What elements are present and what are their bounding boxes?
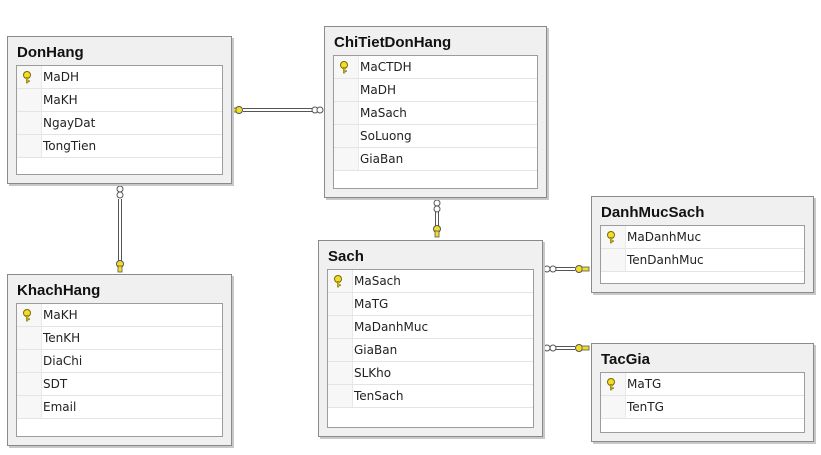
infinity-endpoint-icon: [543, 265, 557, 273]
column-name: TongTien: [43, 139, 97, 153]
infinity-endpoint-icon: [433, 199, 441, 213]
primary-key-icon: [334, 275, 342, 288]
column-row[interactable]: TenDanhMuc: [601, 249, 804, 272]
column-row[interactable]: SoLuong: [334, 125, 537, 148]
column-list: MaDanhMuc TenDanhMuc: [600, 225, 805, 284]
key-endpoint-icon: [575, 344, 590, 352]
column-row[interactable]: TongTien: [17, 135, 222, 158]
column-row[interactable]: MaDanhMuc: [328, 316, 533, 339]
column-name: MaSach: [360, 106, 407, 120]
column-list: MaTG TenTG: [600, 372, 805, 433]
column-name: TenDanhMuc: [627, 253, 704, 267]
column-name: MaKH: [43, 93, 78, 107]
column-row[interactable]: DiaChi: [17, 350, 222, 373]
primary-key-icon: [23, 71, 31, 84]
column-list: MaCTDH MaDH MaSach SoLuong GiaBan: [333, 55, 538, 189]
table-sach[interactable]: Sach MaSach MaTG MaDanhMuc GiaBan SLKho …: [318, 240, 543, 437]
column-name: MaDanhMuc: [627, 230, 702, 244]
column-row[interactable]: TenTG: [601, 396, 804, 419]
column-list: MaDH MaKH NgayDat TongTien: [16, 65, 223, 175]
column-name: TenSach: [354, 389, 404, 403]
column-row[interactable]: Email: [17, 396, 222, 419]
column-name: Email: [43, 400, 77, 414]
column-name: SDT: [43, 377, 68, 391]
column-name: MaTG: [627, 377, 662, 391]
column-name: MaTG: [354, 297, 389, 311]
column-name: MaKH: [43, 308, 78, 322]
column-row[interactable]: GiaBan: [334, 148, 537, 171]
relationship-sach-tacgia[interactable]: [543, 344, 590, 352]
table-title: DonHang: [17, 44, 84, 61]
primary-key-icon: [340, 61, 348, 74]
infinity-endpoint-icon: [311, 106, 324, 114]
column-name: MaDanhMuc: [354, 320, 429, 334]
relationship-chitietdonhang-sach[interactable]: [433, 199, 441, 238]
column-name: MaCTDH: [360, 60, 412, 74]
column-name: NgayDat: [43, 116, 96, 130]
table-khachhang[interactable]: KhachHang MaKH TenKH DiaChi SDT Email: [7, 274, 232, 446]
column-name: TenTG: [627, 400, 664, 414]
column-name: GiaBan: [360, 152, 404, 166]
column-name: SoLuong: [360, 129, 412, 143]
key-endpoint-icon: [230, 106, 243, 114]
column-name: SLKho: [354, 366, 392, 380]
column-row-key[interactable]: MaCTDH: [334, 56, 537, 79]
column-row[interactable]: MaDH: [334, 79, 537, 102]
key-endpoint-icon: [575, 265, 590, 273]
column-row[interactable]: MaTG: [328, 293, 533, 316]
column-row-key[interactable]: MaKH: [17, 304, 222, 327]
column-name: MaDH: [43, 70, 79, 84]
relationship-donhang-khachhang[interactable]: [116, 185, 124, 273]
column-name: DiaChi: [43, 354, 83, 368]
column-row[interactable]: MaKH: [17, 89, 222, 112]
column-list: MaSach MaTG MaDanhMuc GiaBan SLKho TenSa…: [327, 269, 534, 428]
table-tacgia[interactable]: TacGia MaTG TenTG: [591, 343, 814, 442]
column-name: GiaBan: [354, 343, 398, 357]
column-row-key[interactable]: MaSach: [328, 270, 533, 293]
column-row[interactable]: SLKho: [328, 362, 533, 385]
column-row-key[interactable]: MaTG: [601, 373, 804, 396]
column-row[interactable]: SDT: [17, 373, 222, 396]
column-row-key[interactable]: MaDH: [17, 66, 222, 89]
table-title: TacGia: [601, 351, 650, 368]
column-name: TenKH: [43, 331, 81, 345]
column-row[interactable]: TenKH: [17, 327, 222, 350]
column-row-key[interactable]: MaDanhMuc: [601, 226, 804, 249]
column-row[interactable]: GiaBan: [328, 339, 533, 362]
relationship-donhang-chitietdonhang[interactable]: [230, 106, 324, 114]
table-title: DanhMucSach: [601, 204, 705, 221]
table-danhmucsach[interactable]: DanhMucSach MaDanhMuc TenDanhMuc: [591, 196, 814, 293]
primary-key-icon: [607, 231, 615, 244]
key-endpoint-icon: [116, 260, 124, 273]
table-chitietdonhang[interactable]: ChiTietDonHang MaCTDH MaDH MaSach SoLuon…: [324, 26, 547, 198]
relationship-sach-danhmucsach[interactable]: [543, 265, 590, 273]
column-name: MaSach: [354, 274, 401, 288]
table-title: KhachHang: [17, 282, 101, 299]
primary-key-icon: [607, 378, 615, 391]
table-donhang[interactable]: DonHang MaDH MaKH NgayDat TongTien: [7, 36, 232, 184]
column-row[interactable]: NgayDat: [17, 112, 222, 135]
key-endpoint-icon: [433, 225, 441, 238]
table-title: Sach: [328, 248, 364, 265]
table-title: ChiTietDonHang: [334, 34, 452, 51]
infinity-endpoint-icon: [543, 344, 557, 352]
infinity-endpoint-icon: [116, 185, 124, 199]
column-row[interactable]: MaSach: [334, 102, 537, 125]
column-row[interactable]: TenSach: [328, 385, 533, 408]
column-list: MaKH TenKH DiaChi SDT Email: [16, 303, 223, 437]
column-name: MaDH: [360, 83, 396, 97]
primary-key-icon: [23, 309, 31, 322]
